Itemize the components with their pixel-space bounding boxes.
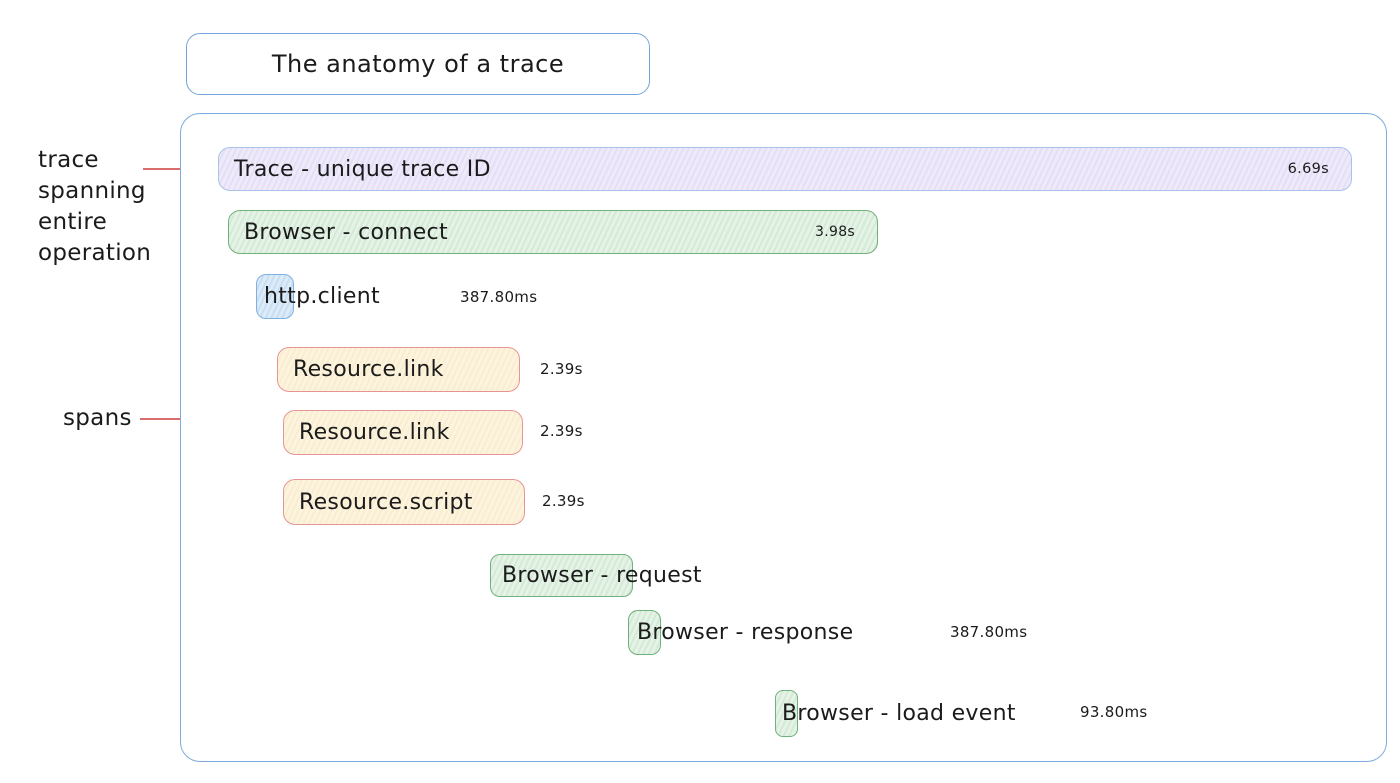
span-bar-browser-load-event: Browser - load event — [775, 690, 1015, 737]
span-label: Browser - request — [502, 563, 702, 588]
span-label: Browser - load event — [782, 701, 1016, 726]
span-label: Resource.script — [299, 489, 473, 515]
span-label: Browser - response — [637, 620, 854, 645]
span-bar-resource-script: Resource.script — [283, 479, 525, 525]
spans-annotation-connector-line — [140, 418, 210, 420]
trace-annotation-connector-line — [143, 168, 205, 170]
trace-bar-duration: 6.69s — [1287, 161, 1329, 177]
trace-bar: Trace - unique trace ID 6.69s — [218, 147, 1352, 191]
span-duration: 387.80ms — [460, 288, 538, 306]
trace-annotation-label: trace spanning entire operation — [38, 147, 152, 266]
span-bar-browser-connect: Browser - connect 3.98s — [228, 210, 878, 254]
span-label: http.client — [264, 284, 380, 309]
span-label: Resource.link — [293, 357, 444, 382]
span-duration: 2.39s — [542, 492, 585, 510]
diagram-title: The anatomy of a trace — [271, 50, 565, 78]
span-duration: 3.98s — [815, 224, 855, 240]
spans-annotation-label: spans — [63, 405, 132, 431]
span-label: Browser - connect — [244, 219, 448, 245]
span-label: Resource.link — [299, 420, 450, 445]
span-duration: 2.39s — [540, 360, 583, 378]
span-duration: 93.80ms — [1080, 703, 1148, 721]
span-duration: 387.80ms — [950, 623, 1028, 641]
span-bar-resource-link-2: Resource.link — [283, 410, 523, 455]
span-bar-resource-link-1: Resource.link — [277, 347, 520, 392]
span-bar-browser-request: Browser - request — [490, 554, 702, 597]
trace-bar-label: Trace - unique trace ID — [234, 156, 491, 182]
span-duration: 2.39s — [540, 422, 583, 440]
diagram-title-box: The anatomy of a trace — [186, 33, 650, 95]
span-bar-browser-response: Browser - response — [628, 610, 853, 655]
span-bar-http-client: http.client — [256, 274, 380, 319]
